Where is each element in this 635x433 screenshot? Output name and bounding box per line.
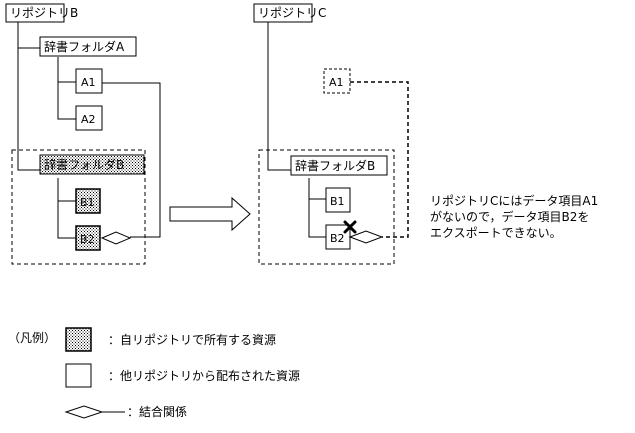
left-repo-label: リポジトリB <box>5 3 78 23</box>
note-line-2: がないので，データ項目B2を <box>430 209 589 224</box>
right-folder-b-label: 辞書フォルダB <box>295 158 375 173</box>
right-item-b1: B1 <box>325 187 351 213</box>
legend-relation-label: ：結合関係 <box>127 404 187 419</box>
note-line-3: エクスポートできない。 <box>430 226 562 240</box>
left-item-a2: A2 <box>75 105 103 131</box>
left-item-b1-label: B1 <box>80 196 95 209</box>
right-item-a1-label: A1 <box>329 76 344 89</box>
left-repository-b: リポジトリB 辞書フォルダA A1 A2 辞書フォルダB B1 <box>5 3 161 265</box>
left-item-a1: A1 <box>75 68 103 94</box>
left-repo-label-text: リポジトリB <box>10 6 78 20</box>
left-item-b2-label: B2 <box>80 233 95 246</box>
left-relation-link <box>100 82 161 245</box>
left-folder-b: 辞書フォルダB <box>39 154 145 175</box>
left-owned-group-border <box>11 149 146 265</box>
left-folder-a-label: 辞書フォルダA <box>44 39 125 54</box>
left-item-b1: B1 <box>75 188 101 214</box>
right-relation-diamond-icon <box>348 230 384 244</box>
right-repo-label: リポジトリC <box>253 3 326 23</box>
right-repository-c: リポジトリC A1 辞書フォルダB B1 B2 <box>253 3 409 265</box>
left-folder-b-label: 辞書フォルダB <box>44 157 124 172</box>
left-item-b2: B2 <box>75 225 101 251</box>
left-folder-a: 辞書フォルダA <box>39 36 137 57</box>
left-tree-lines <box>17 20 76 239</box>
note-line-1: リポジトリCにはデータ項目A1 <box>430 193 598 208</box>
right-item-b1-label: B1 <box>330 195 345 208</box>
legend-other-swatch <box>65 363 92 388</box>
legend-own-label: ：自リポジトリで所有する資源 <box>108 333 276 347</box>
right-repo-label-text: リポジトリC <box>258 6 326 20</box>
legend-other-label: ：他リポジトリから配布された資源 <box>108 369 300 383</box>
legend-own-resource: ：自リポジトリで所有する資源 <box>65 327 276 352</box>
right-group-border <box>258 149 395 265</box>
legend-title: （凡例） <box>8 331 56 345</box>
right-item-a1-missing: A1 <box>323 68 351 94</box>
legend-relation-diamond-icon <box>64 405 104 419</box>
transition-arrow-icon <box>169 196 251 232</box>
right-folder-b: 辞書フォルダB <box>290 155 388 176</box>
right-item-b2-label: B2 <box>330 232 345 245</box>
right-broken-relation-link <box>348 81 409 244</box>
left-relation-diamond-icon <box>100 231 132 245</box>
legend: （凡例） ：自リポジトリで所有する資源 ：他リポジトリから配布された資源 ：結合… <box>8 327 300 419</box>
left-item-a2-label: A2 <box>81 113 96 126</box>
cross-mark-icon <box>343 220 357 234</box>
explanation-note: リポジトリCにはデータ項目A1 がないので，データ項目B2を エクスポートできな… <box>430 193 598 240</box>
right-tree-lines <box>267 20 326 238</box>
legend-own-swatch <box>65 327 92 352</box>
legend-relation: ：結合関係 <box>64 404 187 419</box>
legend-other-resource: ：他リポジトリから配布された資源 <box>65 363 300 388</box>
left-item-a1-label: A1 <box>81 76 96 89</box>
